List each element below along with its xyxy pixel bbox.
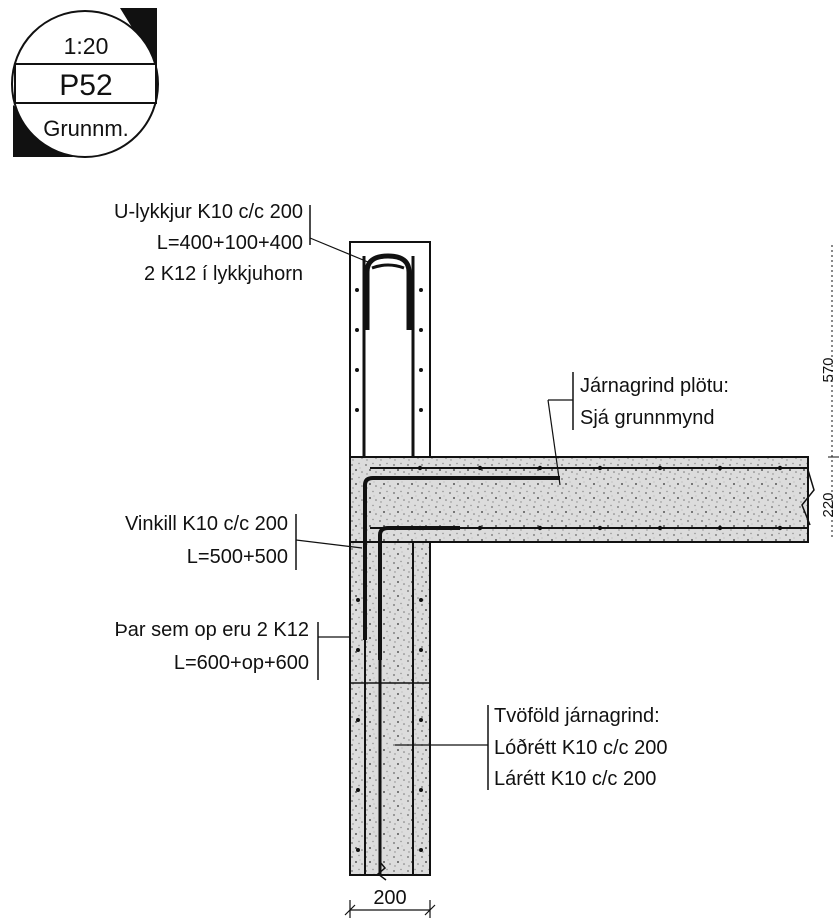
- u-bar-top: [371, 263, 405, 270]
- u-bars-line1: U-lykkjur K10 c/c 200: [114, 201, 303, 223]
- slab-mesh-line1: Járnagrind plötu:: [580, 375, 729, 397]
- double-mesh-line3: Lárétt K10 c/c 200: [494, 768, 656, 790]
- dimension-wall-width: 200: [344, 887, 436, 918]
- badge-code: P52: [59, 69, 112, 102]
- badge-scale: 1:20: [64, 33, 109, 59]
- angle-bars-line2: L=500+500: [187, 546, 288, 568]
- double-mesh-line2: Lóðrétt K10 c/c 200: [494, 737, 667, 759]
- wall-break-mark: [376, 861, 387, 881]
- callout-u-bars: U-lykkjur K10 c/c 200 L=400+100+400 2 K1…: [114, 201, 369, 285]
- badge-band: [14, 63, 157, 104]
- angle-bar-top: [363, 476, 560, 640]
- dim-slab-thickness: 220: [820, 492, 837, 517]
- upper-wall: [349, 241, 431, 458]
- dim-wall-width: 200: [373, 887, 406, 909]
- u-bars-line2: L=400+100+400: [157, 232, 303, 254]
- callout-openings: Þar sem op eru 2 K12 L=600+op+600: [114, 619, 350, 680]
- angle-bar-bottom: [378, 526, 460, 660]
- callout-double-mesh: Tvöföld járnagrind: Lóðrétt K10 c/c 200 …: [395, 705, 667, 790]
- double-mesh-line1: Tvöföld járnagrind:: [494, 705, 660, 727]
- slab-break-mark: [801, 469, 815, 526]
- angle-bars-line1: Vinkill K10 c/c 200: [125, 513, 288, 535]
- callout-slab-mesh: Járnagrind plötu: Sjá grunnmynd: [547, 372, 729, 486]
- dim-upper-height: 570: [820, 357, 837, 382]
- leader-u-bars: [309, 237, 369, 263]
- slab-rebar-dots: [417, 465, 783, 531]
- u-bar-loop: [364, 253, 412, 330]
- detail-badge: 1:20 P52 Grunnm.: [11, 8, 159, 158]
- leader-slab-mesh: [547, 399, 561, 486]
- upper-wall-outline: [349, 241, 431, 458]
- openings-line1: Þar sem op eru 2 K12: [114, 619, 309, 641]
- slab: [349, 456, 815, 660]
- lower-wall-rebar-dots: [356, 598, 423, 852]
- dimension-right: 570 220: [820, 245, 839, 540]
- leader-angle-bars: [295, 539, 363, 549]
- openings-line2: L=600+op+600: [174, 652, 309, 674]
- slab-mesh-line2: Sjá grunnmynd: [580, 407, 715, 429]
- badge-view: Grunnm.: [43, 116, 129, 141]
- u-bars-line3: 2 K12 í lykkjuhorn: [144, 263, 303, 285]
- callout-angle-bars: Vinkill K10 c/c 200 L=500+500: [125, 513, 363, 570]
- upper-wall-rebar-dots: [355, 288, 423, 412]
